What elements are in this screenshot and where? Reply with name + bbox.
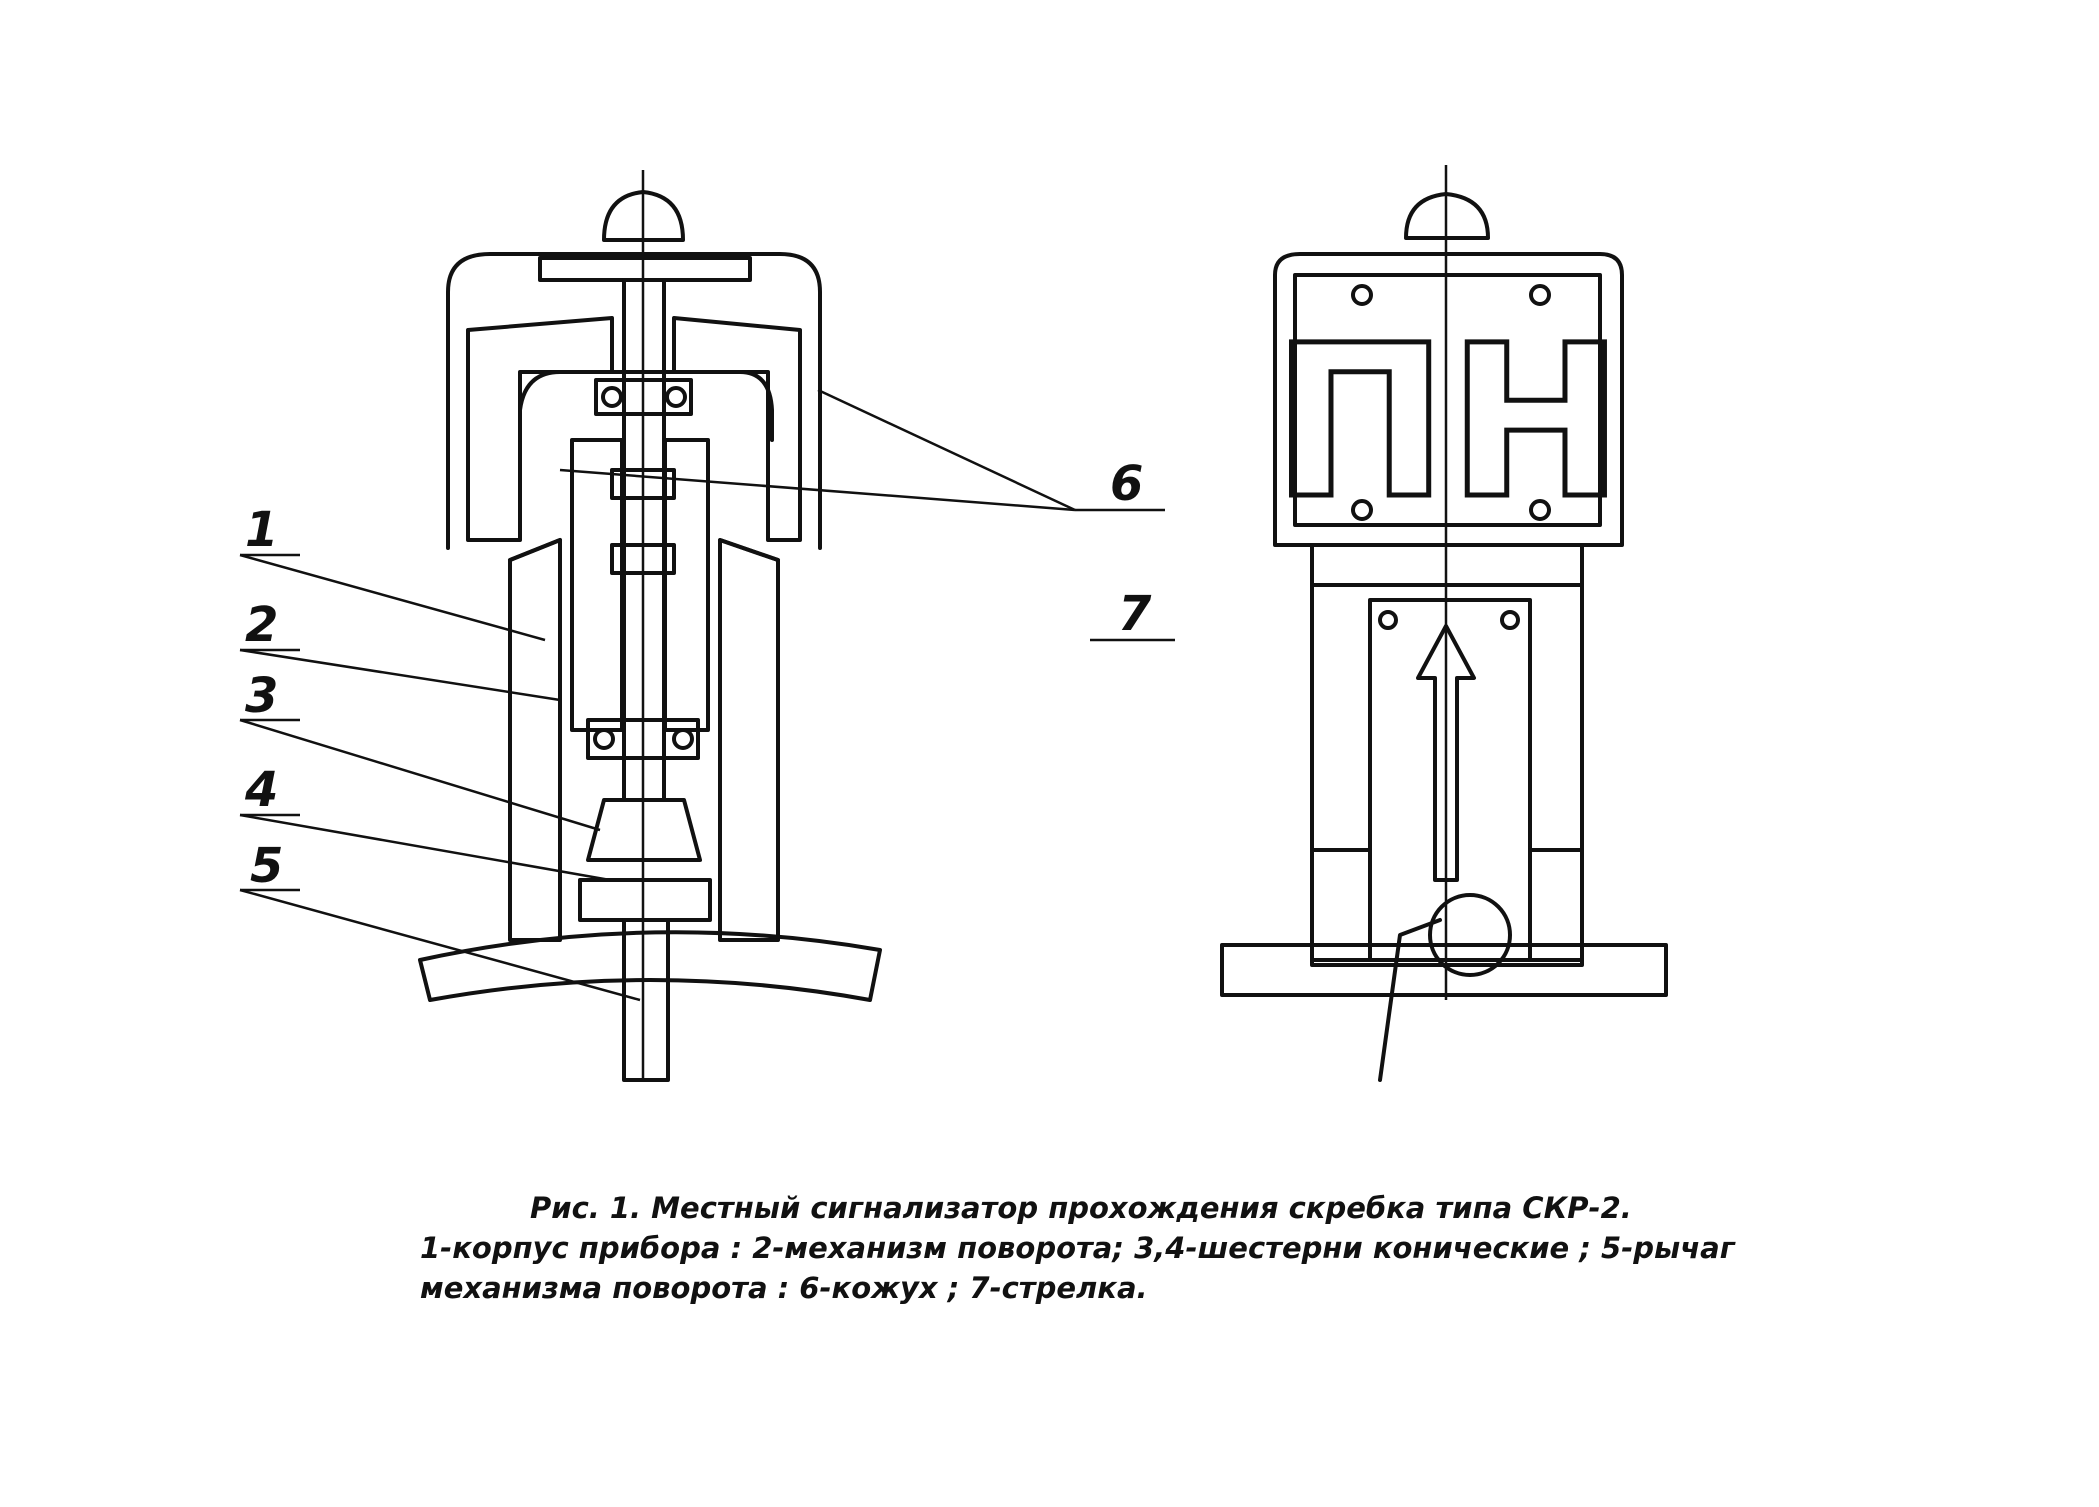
upper-bearing [594,378,693,416]
cap-nut [602,190,685,242]
front-view: ПН [1220,165,1668,1082]
caption-line-2: механизма поворота : 6-кожух ; 7-стрелка… [420,1271,1148,1305]
part-labels: 1 2 3 4 5 6 7 [244,456,1152,894]
indicator-box [1273,252,1624,547]
turning-mechanism [570,438,624,732]
roller [1428,893,1512,977]
label-1: 1 [245,502,278,558]
pipe-wall-left [418,930,882,1002]
body-right [718,538,780,942]
pipe-wall-right [1220,943,1668,997]
label-2: 2 [245,597,278,653]
bevel-gear-4 [578,878,712,922]
caption-line-1: 1-корпус прибора : 2-механизм поворота; … [420,1231,1735,1265]
casing-6 [446,252,822,550]
label-4: 4 [244,762,278,818]
body-left [508,538,562,942]
front-plate [1293,273,1602,527]
arrow-7 [1416,624,1476,882]
bevel-gear-3 [586,798,702,862]
lever-5 [622,918,670,1082]
label-7: 7 [1118,586,1152,642]
label-3: 3 [245,668,278,724]
sectional-view [239,170,1175,1082]
top-plate [538,256,752,282]
label-5: 5 [250,838,283,894]
figure-caption: Рис. 1. Местный сигнализатор прохождения… [420,1188,1740,1308]
arrow-plate [1368,598,1532,962]
lower-bearing [586,718,700,760]
front-plate-letters: ПН [1272,300,1624,545]
lever-right [1378,918,1442,1082]
head-left [466,316,614,542]
label-6: 6 [1110,456,1143,512]
head-right [672,316,802,542]
caption-title: Рис. 1. Местный сигнализатор прохождения… [530,1191,1632,1225]
cap-nut-right [1404,192,1490,240]
indicator-body [1310,583,1584,967]
inner-chamber [518,370,774,442]
